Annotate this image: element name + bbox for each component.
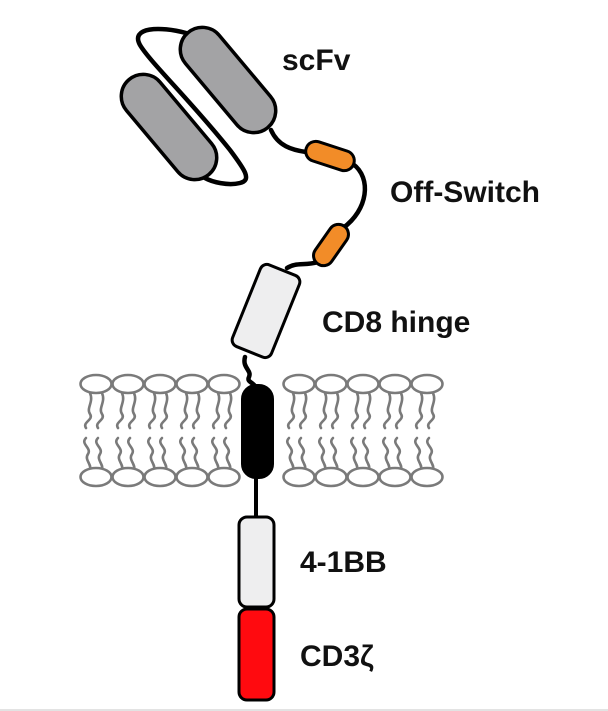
- lipid-tail: [318, 391, 328, 430]
- lipid-head: [207, 466, 241, 488]
- lipid-tail: [426, 391, 436, 430]
- lipid-head: [143, 373, 177, 395]
- lipid-tail: [330, 391, 340, 430]
- lipid-tail: [147, 391, 157, 430]
- lipid-tail: [115, 391, 125, 430]
- label-off-switch: Off-Switch: [390, 176, 540, 209]
- lipid-head: [143, 466, 177, 488]
- lipid-tail: [382, 436, 391, 472]
- lipid-head: [410, 466, 444, 488]
- lipid-tail: [83, 391, 93, 430]
- lipid-head: [175, 466, 209, 488]
- lipid-head: [79, 466, 113, 488]
- lipid-tail: [286, 436, 295, 472]
- bottom-border: [0, 709, 608, 711]
- lipid-tail: [350, 436, 359, 472]
- lipid-head: [314, 466, 348, 488]
- lipid-tail: [362, 391, 372, 430]
- cd8-hinge-domain: [230, 262, 302, 360]
- lipid-tail: [191, 436, 200, 472]
- label-4-1bb: 4-1BB: [300, 546, 387, 579]
- cd3-zeta-domain: [237, 607, 276, 702]
- lipid-tail: [394, 391, 404, 430]
- off-switch-domain-2: [312, 222, 350, 268]
- lipid-tail: [191, 391, 201, 430]
- lipid-tail: [211, 436, 220, 472]
- lipid-tail: [426, 436, 435, 472]
- lipid-tail: [179, 436, 188, 472]
- lipid-head: [111, 466, 145, 488]
- lipid-tail: [127, 436, 136, 472]
- lipid-head: [346, 466, 380, 488]
- lipid-head: [111, 373, 145, 395]
- lipid-tail: [127, 391, 137, 430]
- scfv-domain-light: [119, 72, 219, 182]
- label-cd8-hinge: CD8 hinge: [322, 306, 471, 339]
- lipid-head: [410, 373, 444, 395]
- lipid-tail: [298, 391, 308, 430]
- lipid-tail: [330, 436, 339, 472]
- label-scfv: scFv: [282, 44, 351, 77]
- lipid-tail: [159, 436, 168, 472]
- lipid-head: [79, 373, 113, 395]
- costim-4-1bb-domain: [237, 515, 276, 609]
- linker-scfv-to-offswitch: [268, 127, 309, 155]
- lipid-tail: [95, 391, 105, 430]
- lipid-tail: [159, 391, 169, 430]
- lipid-tail: [362, 436, 371, 472]
- lipid-head: [346, 373, 380, 395]
- scfv-domain-heavy: [178, 25, 278, 135]
- lipid-tail: [179, 391, 189, 430]
- transmembrane-domain: [241, 384, 274, 479]
- label-cd3-zeta: CD3ζ: [300, 640, 374, 673]
- lipid-tail: [414, 391, 424, 430]
- lipid-tail: [115, 436, 124, 472]
- scfv-loop-linker: [135, 26, 249, 187]
- lipid-tail: [394, 436, 403, 472]
- linker-offswitch: [340, 161, 368, 231]
- lipid-tail: [350, 391, 360, 430]
- lipid-tail: [223, 436, 232, 472]
- off-switch-domain-1: [304, 139, 356, 173]
- lipid-head: [175, 373, 209, 395]
- lipid-tail: [83, 436, 92, 472]
- lipid-head: [207, 373, 241, 395]
- lipid-tail: [286, 391, 296, 430]
- lipid-tail: [318, 436, 327, 472]
- linker-offswitch-to-hinge: [284, 259, 321, 271]
- lipid-head: [314, 373, 348, 395]
- lipid-tail: [95, 436, 104, 472]
- lipid-tail: [414, 436, 423, 472]
- lipid-tail: [382, 391, 392, 430]
- lipid-head: [282, 373, 316, 395]
- lipid-tail: [211, 391, 221, 430]
- lipid-head: [282, 466, 316, 488]
- lipid-head: [378, 373, 412, 395]
- lipid-tail: [223, 391, 233, 430]
- lipid-tail: [298, 436, 307, 472]
- cell-membrane: [79, 373, 444, 488]
- lipid-tail: [147, 436, 156, 472]
- lipid-head: [378, 466, 412, 488]
